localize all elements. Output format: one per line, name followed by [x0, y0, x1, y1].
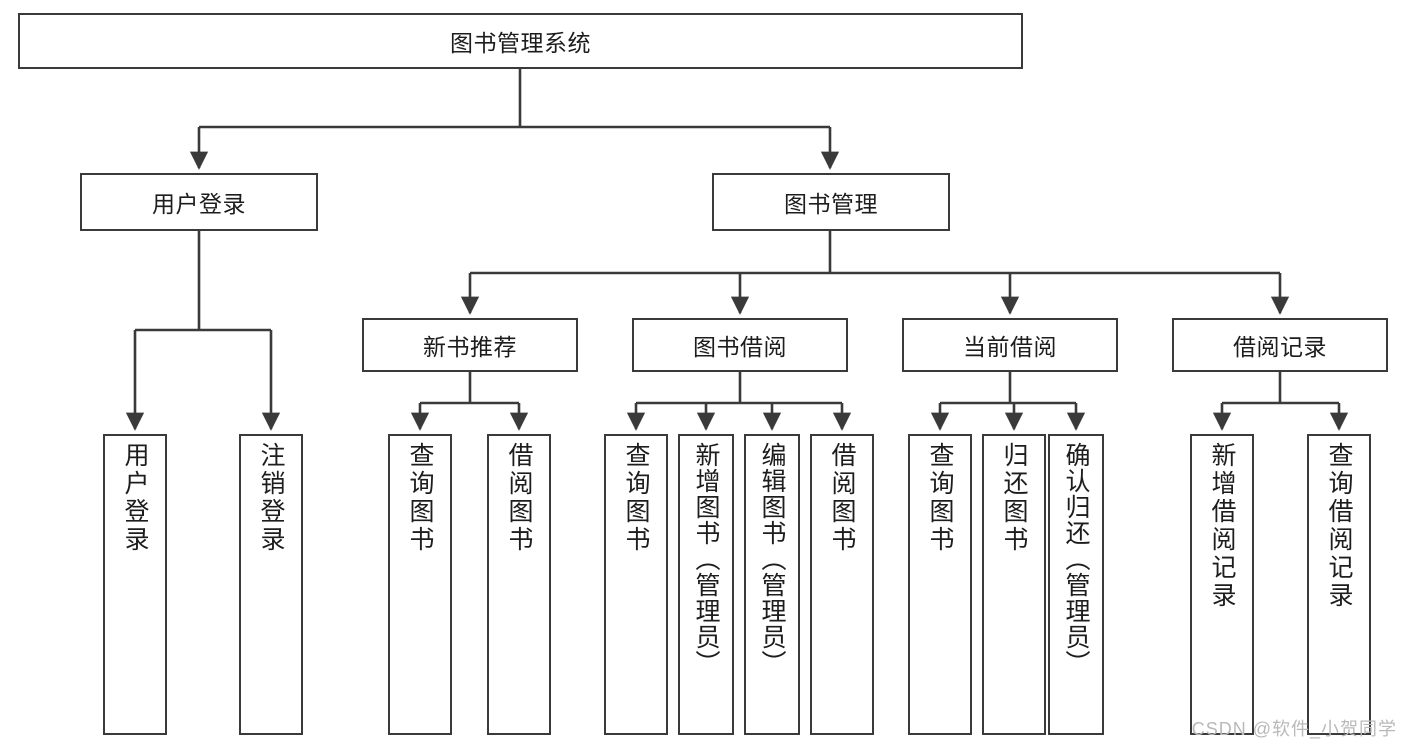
leaf-add-borrow-record[interactable]: 新增借阅记录: [1190, 434, 1254, 735]
node-current-borrow-label: 当前借阅: [963, 334, 1057, 360]
leaf-add-book-admin[interactable]: 新增图书（管理员）: [678, 434, 734, 735]
leaf-label: 借阅图书: [828, 442, 856, 554]
node-borrow-record[interactable]: 借阅记录: [1172, 318, 1388, 372]
leaf-label: 查询图书: [622, 442, 650, 554]
leaf-label: 确认归还（管理员）: [1062, 442, 1090, 676]
leaf-label: 新增借阅记录: [1208, 442, 1236, 610]
leaf-confirm-return-admin[interactable]: 确认归还（管理员）: [1048, 434, 1104, 735]
leaf-label: 用户登录: [121, 442, 149, 554]
leaf-label: 查询图书: [926, 442, 954, 554]
leaf-logout[interactable]: 注销登录: [239, 434, 303, 735]
leaf-borrow-book-borrow[interactable]: 借阅图书: [810, 434, 874, 735]
leaf-label: 归还图书: [1000, 442, 1028, 554]
node-root[interactable]: 图书管理系统: [18, 13, 1023, 69]
leaf-label: 查询图书: [406, 442, 434, 554]
node-book-management[interactable]: 图书管理: [712, 173, 950, 231]
node-user-login-label: 用户登录: [152, 191, 246, 217]
node-book-borrow-label: 图书借阅: [693, 334, 787, 360]
node-book-borrow[interactable]: 图书借阅: [632, 318, 848, 372]
node-book-management-label: 图书管理: [784, 191, 878, 217]
leaf-label: 查询借阅记录: [1325, 442, 1353, 610]
node-borrow-record-label: 借阅记录: [1233, 334, 1327, 360]
leaf-label: 编辑图书（管理员）: [758, 442, 786, 676]
node-root-label: 图书管理系统: [450, 30, 591, 56]
node-new-book-recommend-label: 新书推荐: [423, 334, 517, 360]
leaf-user-login[interactable]: 用户登录: [103, 434, 167, 735]
node-user-login[interactable]: 用户登录: [80, 173, 318, 231]
leaf-borrow-book-newbook[interactable]: 借阅图书: [487, 434, 551, 735]
leaf-query-book-borrow[interactable]: 查询图书: [604, 434, 668, 735]
leaf-label: 新增图书（管理员）: [692, 442, 720, 676]
node-current-borrow[interactable]: 当前借阅: [902, 318, 1118, 372]
leaf-return-book[interactable]: 归还图书: [982, 434, 1046, 735]
node-new-book-recommend[interactable]: 新书推荐: [362, 318, 578, 372]
leaf-label: 注销登录: [257, 442, 285, 554]
csdn-watermark: CSDN @软件_小贺同学: [1191, 719, 1397, 739]
leaf-edit-book-admin[interactable]: 编辑图书（管理员）: [744, 434, 800, 735]
leaf-query-borrow-record[interactable]: 查询借阅记录: [1307, 434, 1371, 735]
leaf-label: 借阅图书: [505, 442, 533, 554]
leaf-query-book-current[interactable]: 查询图书: [908, 434, 972, 735]
leaf-query-book-newbook[interactable]: 查询图书: [388, 434, 452, 735]
